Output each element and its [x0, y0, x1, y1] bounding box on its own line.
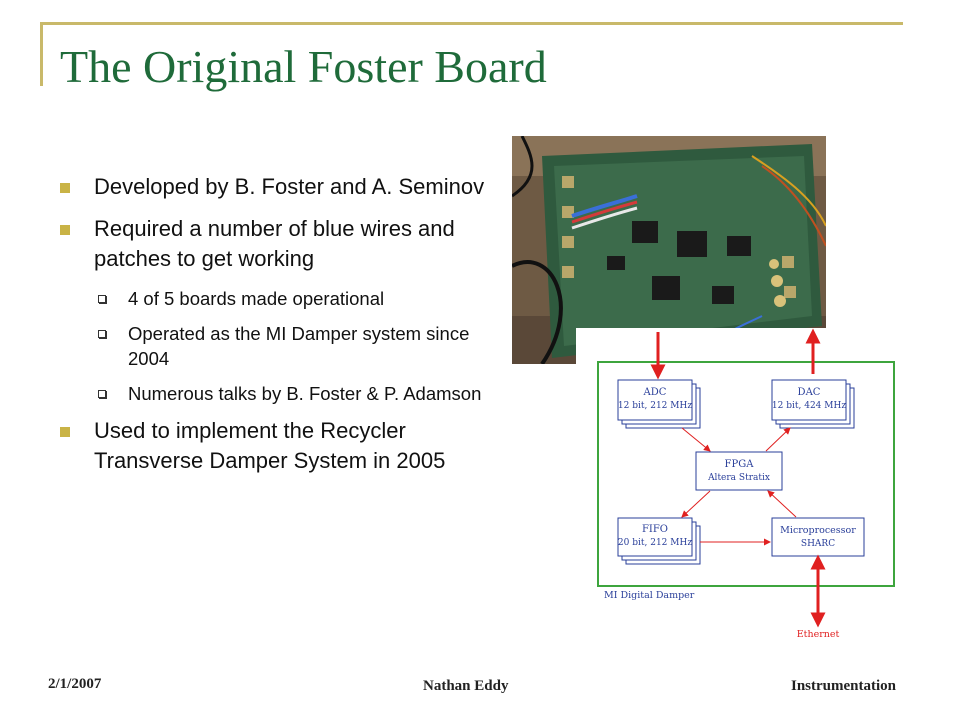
sub-bullet-item: Numerous talks by B. Foster & P. Adamson [58, 381, 514, 406]
diagram-frame [597, 361, 895, 587]
adc-label: ADC [643, 387, 667, 398]
bullet-list: Developed by B. Foster and A. Seminov Re… [58, 172, 514, 488]
arrow-adc-fpga [681, 427, 711, 452]
footer-date: 2/1/2007 [48, 676, 102, 692]
square-bullet-icon [60, 225, 70, 235]
fifo-label: FIFO [642, 524, 668, 535]
block-diagram: ADC 12 bit, 212 MHz DAC 12 bit, 424 MHz … [576, 328, 912, 646]
sub-bullet-item: 4 of 5 boards made operational [58, 286, 514, 311]
bullet-text: Required a number of blue wires and patc… [94, 216, 455, 271]
sub-bullet-text: 4 of 5 boards made operational [128, 288, 385, 309]
footer-author: Nathan Eddy [423, 678, 509, 694]
square-bullet-icon [60, 427, 70, 437]
hollow-square-bullet-icon [98, 295, 106, 303]
fpga-label: FPGA [725, 459, 755, 470]
fpga-block: FPGA Altera Stratix [695, 451, 783, 491]
sub-bullet-text: Numerous talks by B. Foster & P. Adamson [128, 383, 482, 404]
fifo-block: FIFO 20 bit, 212 MHz [617, 517, 701, 565]
circuit-board-photo [512, 136, 826, 364]
arrow-fpga-dac [765, 427, 791, 452]
bullet-item: Required a number of blue wires and patc… [58, 214, 514, 274]
dac-block: DAC 12 bit, 424 MHz [771, 379, 855, 429]
square-bullet-icon [60, 183, 70, 193]
fpga-spec: Altera Stratix [707, 473, 770, 483]
footer-topic: Instrumentation [791, 678, 897, 694]
slide-title: The Original Foster Board [60, 41, 547, 92]
dac-label: DAC [798, 387, 821, 398]
slide-frame-left [40, 22, 43, 86]
arrow-micro-fpga [767, 490, 797, 518]
fifo-spec: 20 bit, 212 MHz [618, 538, 692, 548]
adc-spec: 12 bit, 212 MHz [618, 401, 692, 411]
slide-frame-top [40, 22, 903, 25]
bullet-item: Used to implement the Recycler Transvers… [58, 416, 514, 476]
microprocessor-block: Microprocessor SHARC [771, 517, 865, 557]
bullet-item: Developed by B. Foster and A. Seminov [58, 172, 514, 202]
hollow-square-bullet-icon [98, 390, 106, 398]
ethernet-label: Ethernet [797, 629, 840, 640]
arrow-fpga-fifo [681, 490, 711, 518]
dac-spec: 12 bit, 424 MHz [772, 401, 846, 411]
bullet-text: Used to implement the Recycler Transvers… [94, 418, 446, 473]
bullet-text: Developed by B. Foster and A. Seminov [94, 174, 485, 199]
sub-bullet-text: Operated as the MI Damper system since 2… [128, 323, 470, 369]
sub-bullet-item: Operated as the MI Damper system since 2… [58, 321, 514, 371]
diagram-caption: MI Digital Damper [604, 590, 695, 601]
adc-block: ADC 12 bit, 212 MHz [617, 379, 701, 429]
microprocessor-spec: SHARC [801, 539, 835, 549]
microprocessor-label: Microprocessor [780, 525, 856, 536]
hollow-square-bullet-icon [98, 330, 106, 338]
